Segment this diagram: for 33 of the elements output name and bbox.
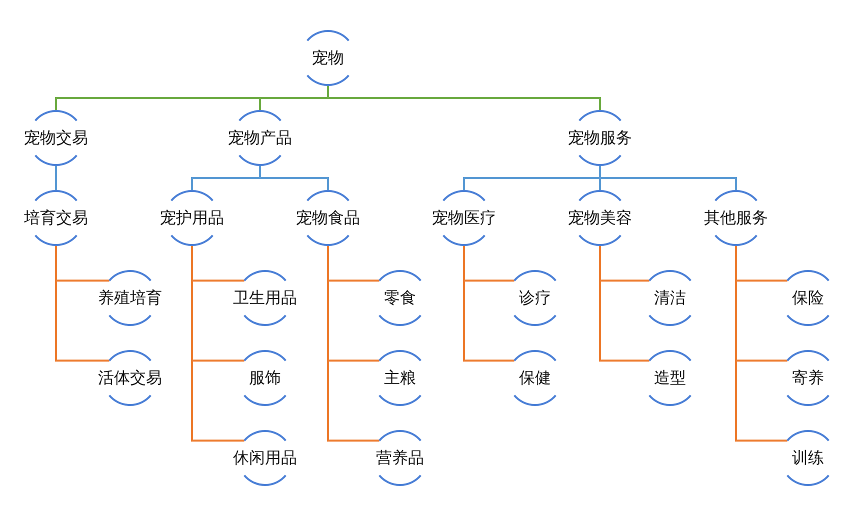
node-label: 休闲用品 [233, 448, 297, 468]
node-label: 寄养 [792, 368, 824, 388]
node-label: 其他服务 [704, 208, 768, 228]
node-label: 造型 [654, 368, 686, 388]
node-label: 主粮 [384, 368, 416, 388]
node-label: 训练 [792, 448, 824, 468]
node-label: 宠物食品 [296, 208, 360, 228]
node-label: 服饰 [249, 368, 281, 388]
node-label: 宠物服务 [568, 128, 632, 148]
connector-line [735, 245, 788, 442]
node-label: 零食 [384, 288, 416, 308]
connector-line [55, 165, 57, 191]
node-label: 宠护用品 [160, 208, 224, 228]
node-label: 宠物 [312, 48, 344, 68]
connector-line [327, 85, 601, 111]
node-label: 养殖培育 [98, 288, 162, 308]
connector-line [191, 245, 244, 442]
connector-line [599, 245, 650, 362]
node-label: 卫生用品 [233, 288, 297, 308]
node-label: 活体交易 [98, 368, 162, 388]
connector-line [327, 245, 380, 442]
node-label: 宠物产品 [228, 128, 292, 148]
node-label: 培育交易 [24, 208, 88, 228]
node-label: 宠物交易 [24, 128, 88, 148]
node-label: 诊疗 [519, 288, 551, 308]
node-label: 营养品 [376, 448, 424, 468]
node-label: 清洁 [654, 288, 686, 308]
node-label: 保健 [519, 368, 551, 388]
connector-line [55, 245, 110, 362]
connector-line [463, 245, 514, 362]
node-label: 宠物美容 [568, 208, 632, 228]
node-label: 宠物医疗 [432, 208, 496, 228]
node-label: 保险 [792, 288, 824, 308]
